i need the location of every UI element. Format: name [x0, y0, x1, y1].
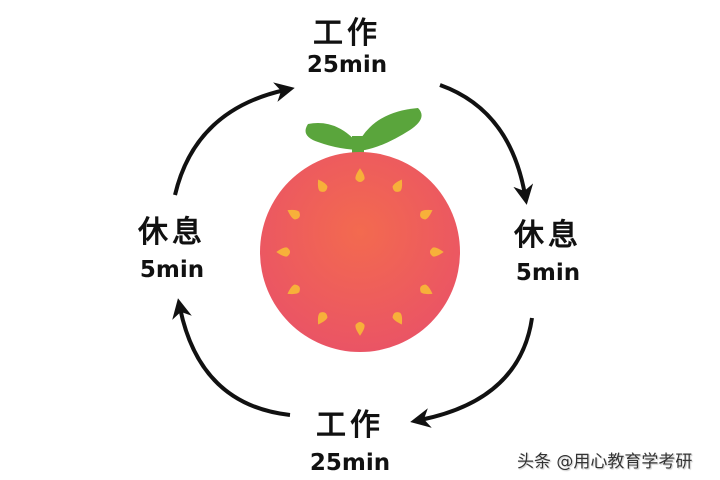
top-stage: 工作 25min — [307, 8, 387, 78]
seed — [392, 179, 403, 192]
seed — [355, 168, 365, 183]
top-duration: 25min — [306, 52, 388, 78]
arrow-left-to-top — [173, 82, 295, 196]
arrow-bottom-to-left — [172, 298, 291, 417]
seed — [392, 312, 403, 325]
seed — [420, 284, 433, 295]
watermark: 头条 @用心教育学考研 — [517, 452, 693, 472]
tomato-seeds — [276, 168, 444, 336]
seed — [355, 321, 365, 336]
left-duration: 5min — [139, 257, 205, 283]
bottom-activity: 工作 — [315, 408, 384, 443]
leaf-left — [305, 123, 363, 150]
seed — [287, 284, 300, 295]
bottom-duration: 25min — [309, 450, 391, 476]
arrow-top-to-right — [439, 83, 534, 205]
right-stage: 休息 5min — [514, 210, 582, 286]
seed — [317, 312, 328, 325]
seed — [429, 247, 444, 257]
right-duration: 5min — [515, 260, 581, 286]
tomato-icon — [260, 108, 460, 352]
seed — [287, 209, 300, 220]
left-activity: 休息 — [138, 215, 206, 250]
seed — [276, 247, 291, 257]
seed — [317, 179, 328, 192]
bottom-stage: 工作 25min — [310, 400, 390, 476]
seed — [420, 209, 433, 220]
cycle-arrows — [172, 82, 534, 428]
leaf-right — [355, 108, 422, 150]
arrow-right-to-bottom — [410, 317, 534, 428]
right-activity: 休息 — [514, 218, 582, 253]
left-stage: 休息 5min — [138, 207, 206, 283]
tomato-body — [260, 152, 460, 352]
top-activity: 工作 — [312, 16, 381, 51]
